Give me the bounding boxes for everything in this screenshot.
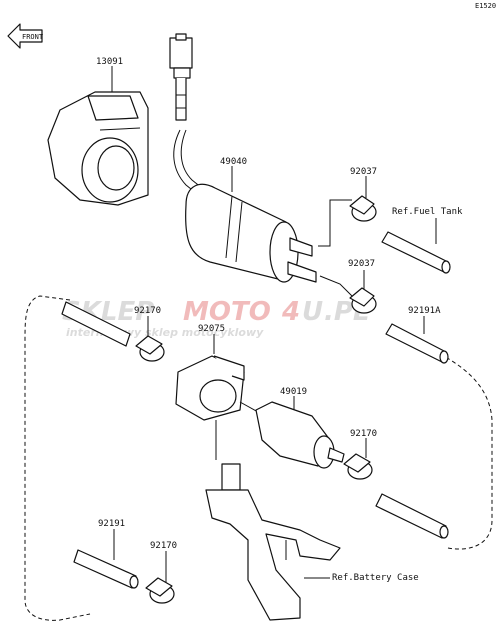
part-92170-clamp-lower: 92170 (145, 541, 177, 604)
part-49019-fuel-filter: 49019 (239, 387, 345, 469)
front-label: FRONT (22, 33, 44, 41)
label-92037-upper: 92037 (350, 167, 377, 177)
label-92170-upper: 92170 (134, 306, 161, 316)
part-92191A-hose: 92191A (385, 306, 449, 364)
ref-fuel-tank-label: Ref.Fuel Tank (392, 207, 463, 217)
part-49040-fuel-pump: 49040 (185, 157, 353, 297)
part-92170-clamp-middle: 92170 (343, 429, 377, 480)
label-49019: 49019 (280, 387, 307, 397)
front-arrow-icon: FRONT (7, 23, 44, 49)
label-92170-lower: 92170 (150, 541, 177, 551)
label-49040: 49040 (220, 157, 247, 167)
diagram-code: E1520 (475, 2, 496, 10)
label-92037-lower: 92037 (348, 259, 375, 269)
ref-fuel-tank-hose: Ref.Fuel Tank (381, 207, 463, 274)
label-92191: 92191 (98, 519, 125, 529)
part-13091-bracket: 13091 (47, 57, 149, 206)
ref-battery-case-label: Ref.Battery Case (332, 573, 419, 583)
battery-case-bracket: Ref.Battery Case (205, 463, 419, 621)
part-92075-sleeve: 92075 (175, 324, 245, 460)
part-92037-clamp-upper: 92037 (349, 167, 377, 222)
label-92170-middle: 92170 (350, 429, 377, 439)
watermark-brand-c: 4 (281, 297, 300, 327)
label-92191A: 92191A (408, 306, 441, 316)
label-92075: 92075 (198, 324, 225, 334)
hose-route-right (439, 353, 493, 550)
watermark-brand-b: MOTO (183, 297, 271, 327)
wire-connector (169, 33, 203, 194)
part-92191-hose: 92191 (73, 519, 139, 589)
hose-route-left (24, 295, 91, 621)
watermark-brand-d: U (302, 297, 323, 327)
part-92170-clamp-upper: 92170 (61, 301, 165, 362)
label-13091: 13091 (96, 57, 123, 67)
lower-right-hose (375, 493, 449, 539)
part-92037-clamp-lower: 92037 (348, 259, 377, 314)
